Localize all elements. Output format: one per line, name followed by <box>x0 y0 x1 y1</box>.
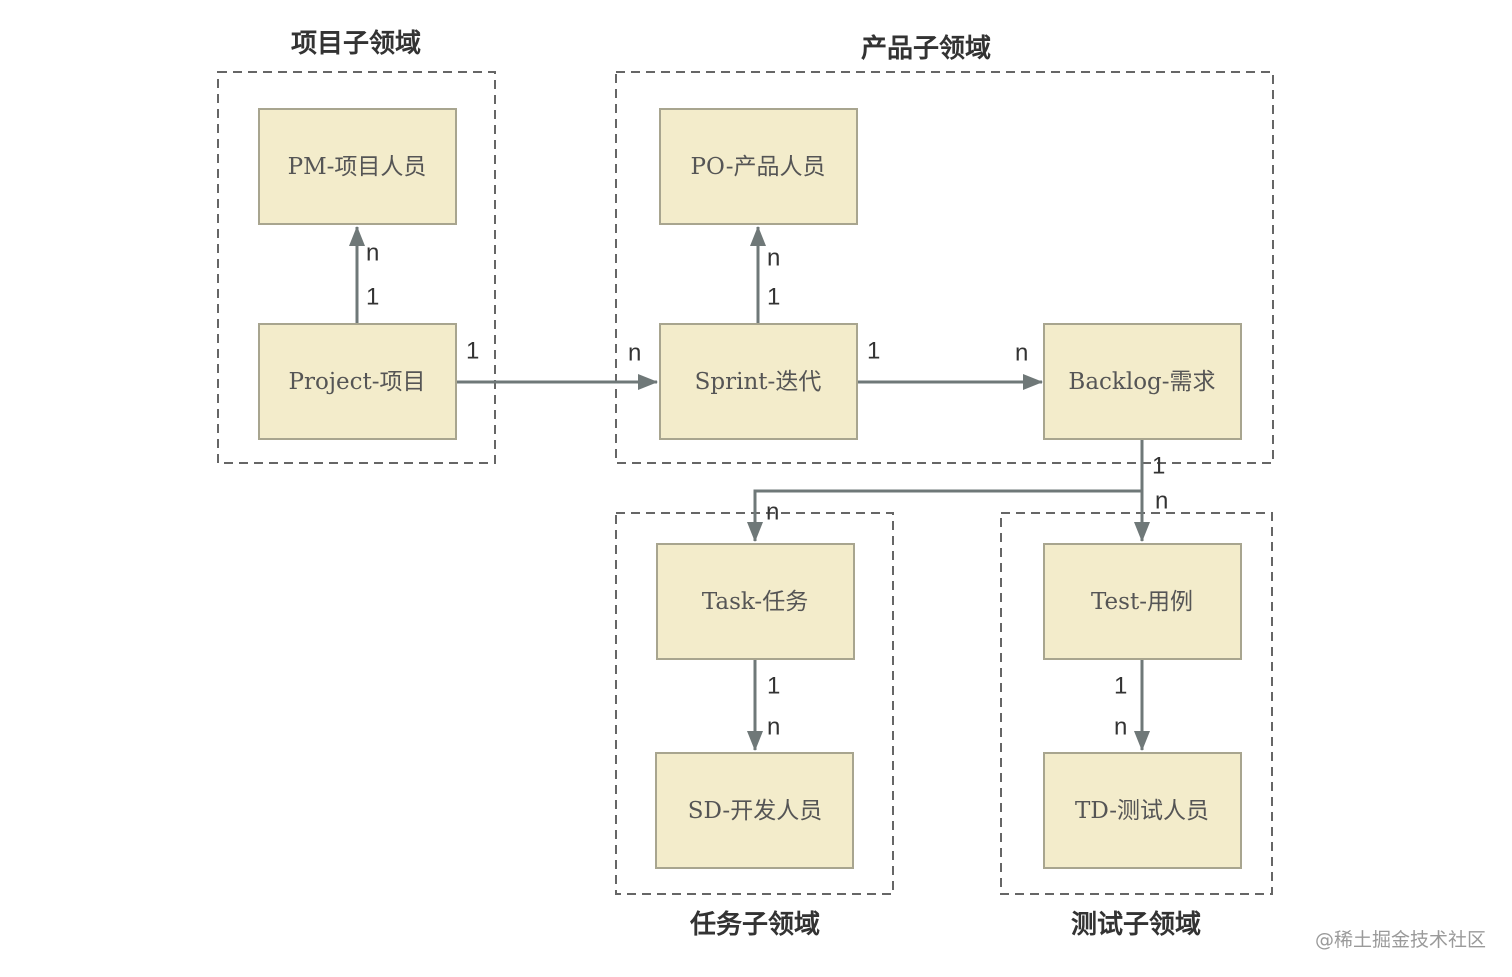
entity-td: TD-测试人员 <box>1043 752 1242 869</box>
task-subdomain-title: 任务子领域 <box>689 909 820 940</box>
cardinality-project-sprint-1: 1 <box>466 338 479 365</box>
entity-backlog-label: Backlog-需求 <box>1068 369 1215 395</box>
entity-sd-label: SD-开发人员 <box>688 798 822 824</box>
cardinality-backlog-task-n: n <box>766 499 779 526</box>
project-subdomain-boundary <box>217 71 496 464</box>
entity-po: PO-产品人员 <box>659 108 858 225</box>
test-subdomain-boundary <box>1000 512 1273 895</box>
cardinality-project-sprint-n: n <box>628 340 641 367</box>
backlog-to-task-arrow <box>747 489 1142 542</box>
entity-po-label: PO-产品人员 <box>691 154 826 180</box>
cardinality-backlog-test-n: n <box>1155 488 1168 515</box>
cardinality-sd-n: n <box>767 714 780 741</box>
entity-project-label: Project-项目 <box>289 369 426 395</box>
entity-test-label: Test-用例 <box>1091 589 1193 615</box>
cardinality-sprint-backlog-n: n <box>1015 340 1028 367</box>
entity-td-label: TD-测试人员 <box>1075 798 1209 824</box>
cardinality-project-1: 1 <box>366 284 379 311</box>
cardinality-sprint-backlog-1: 1 <box>867 338 880 365</box>
entity-sd: SD-开发人员 <box>655 752 854 869</box>
entity-pm-label: PM-项目人员 <box>288 154 427 180</box>
entity-pm: PM-项目人员 <box>258 108 457 225</box>
cardinality-test-1: 1 <box>1114 673 1127 700</box>
entity-test: Test-用例 <box>1043 543 1242 660</box>
project-subdomain-title: 项目子领域 <box>291 28 421 59</box>
entity-task-label: Task-任务 <box>702 589 808 615</box>
entity-backlog: Backlog-需求 <box>1043 323 1242 440</box>
entity-project: Project-项目 <box>258 323 457 440</box>
cardinality-pm-n: n <box>366 240 379 267</box>
cardinality-po-n: n <box>767 245 780 272</box>
test-subdomain-title: 测试子领域 <box>1071 909 1201 940</box>
entity-sprint: Sprint-迭代 <box>659 323 858 440</box>
watermark-text: @稀土掘金技术社区 <box>1315 929 1486 951</box>
entity-task: Task-任务 <box>656 543 855 660</box>
product-subdomain-title: 产品子领域 <box>861 33 991 64</box>
cardinality-task-1: 1 <box>767 673 780 700</box>
cardinality-backlog-1: 1 <box>1152 453 1165 480</box>
cardinality-td-n: n <box>1114 714 1127 741</box>
cardinality-sprint-1: 1 <box>767 284 780 311</box>
entity-sprint-label: Sprint-迭代 <box>695 369 822 395</box>
